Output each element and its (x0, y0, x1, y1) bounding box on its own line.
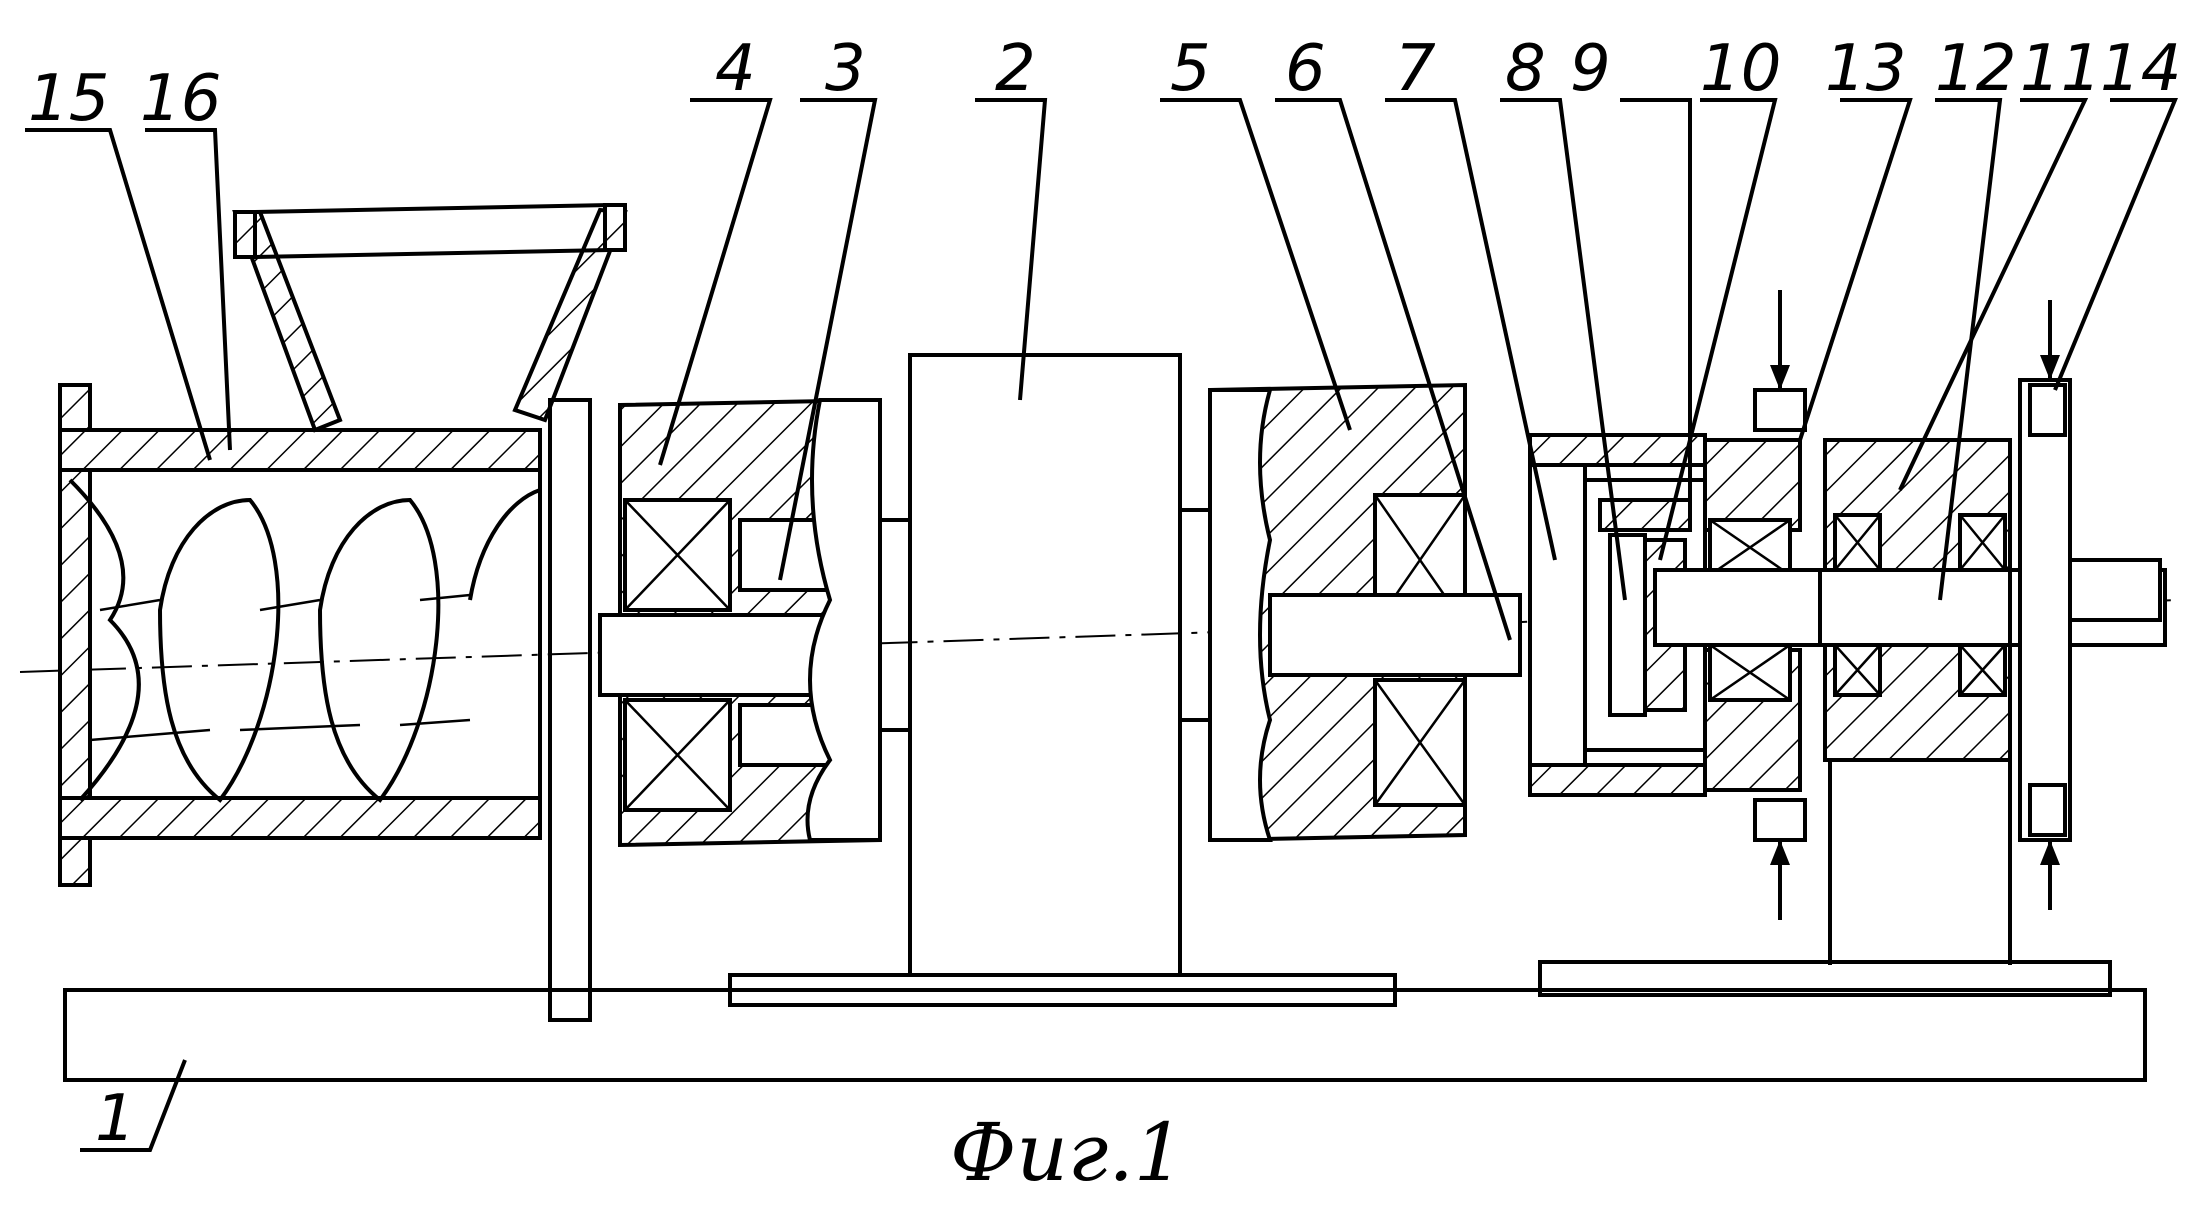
label-13: 13 (1825, 32, 1906, 106)
label-4: 4 (715, 32, 756, 106)
right-shaft-stub (1178, 508, 1212, 722)
label-10: 10 (1700, 32, 1781, 106)
end-disc (2018, 300, 2162, 910)
part-labels: 15 16 4 3 2 5 6 7 8 9 10 13 12 11 14 1 (28, 32, 2181, 1156)
leader-lines (25, 98, 2178, 1152)
gearbox (908, 353, 1182, 977)
label-8: 8 (1505, 32, 1546, 106)
label-6: 6 (1285, 32, 1326, 106)
label-5: 5 (1170, 32, 1211, 106)
label-11: 11 (2020, 32, 2101, 106)
label-12: 12 (1935, 32, 2016, 106)
label-1: 1 (95, 1082, 136, 1156)
label-9: 9 (1570, 32, 1611, 106)
nozzle-top (1753, 290, 1807, 920)
label-3: 3 (825, 32, 866, 106)
left-support (548, 398, 592, 1022)
left-shaft (878, 518, 912, 732)
base-plate (63, 960, 2147, 1082)
coupling-assembly (1528, 433, 1802, 797)
label-16: 16 (140, 62, 221, 136)
screw-housing (58, 383, 542, 887)
label-14: 14 (2100, 32, 2181, 106)
bearing-block-left (598, 397, 882, 848)
label-7: 7 (1395, 32, 1436, 106)
hopper (232, 203, 628, 433)
bearing-block-12 (1818, 438, 2012, 965)
label-15: 15 (28, 62, 109, 136)
bearing-block-right (1208, 382, 1522, 843)
label-2: 2 (995, 32, 1036, 106)
figure-caption: Фиг.1 (950, 1106, 1185, 1199)
screw-auger (68, 478, 541, 803)
